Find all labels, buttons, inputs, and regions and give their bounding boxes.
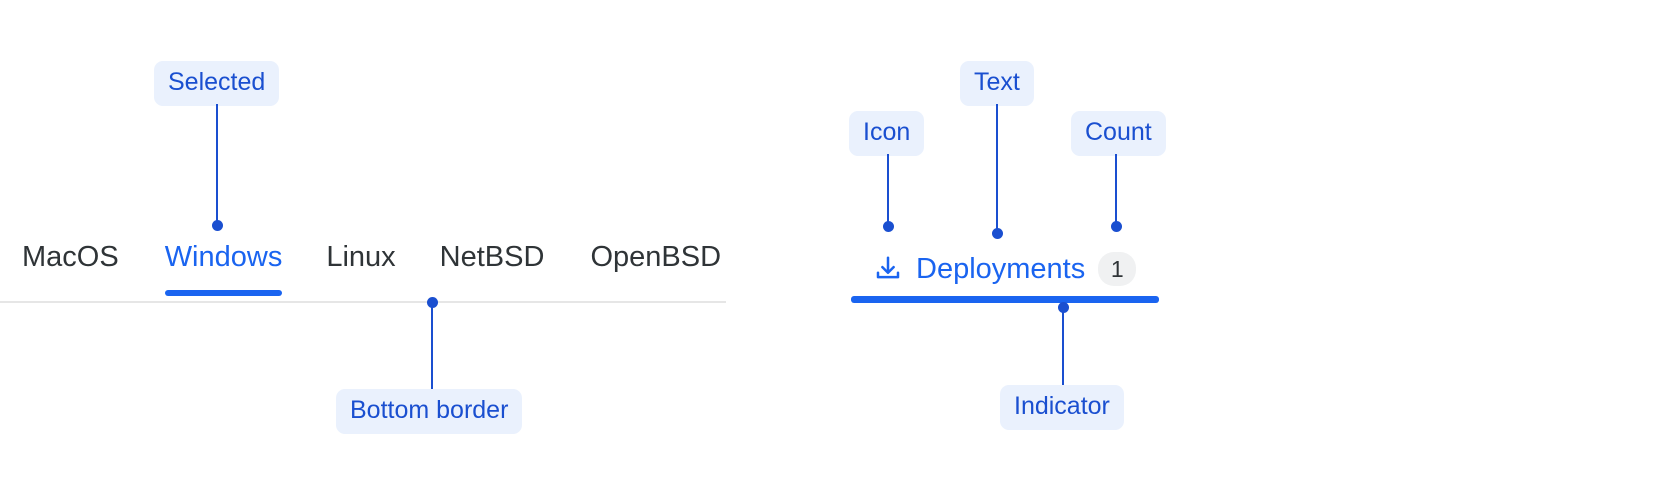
tab-windows[interactable]: Windows [164, 241, 283, 296]
annotation-text-endpoint-dot [992, 228, 1003, 239]
annotation-icon-label: Icon [849, 111, 925, 156]
tab-netbsd[interactable]: NetBSD [440, 243, 545, 294]
tabbar-items: MacOS Windows Linux NetBSD OpenBSD [0, 243, 726, 301]
annotation-bottom-border-endpoint-dot [427, 297, 438, 308]
tab-windows-active-underline [164, 290, 283, 296]
download-icon [876, 256, 900, 279]
annotation-indicator-endpoint-dot [1058, 302, 1069, 313]
tab-deployments-active-indicator [851, 296, 1159, 303]
annotation-text-label: Text [960, 61, 1034, 106]
annotation-text-connector [996, 104, 998, 234]
annotation-bottom-border-label: Bottom border [336, 389, 523, 434]
annotation-bottom-border-connector [431, 303, 433, 390]
tab-linux-label: Linux [326, 241, 396, 273]
tab-deployments-count-badge: 1 [1098, 252, 1137, 286]
tab-macos[interactable]: MacOS [22, 243, 119, 294]
tab-deployments-label: Deployments [916, 252, 1086, 285]
annotation-selected-label: Selected [154, 61, 280, 106]
annotation-count-connector [1115, 154, 1117, 226]
annotation-icon-connector [887, 154, 889, 226]
tab-openbsd[interactable]: OpenBSD [590, 243, 721, 294]
annotation-indicator-connector [1062, 308, 1064, 386]
tabbar-plain: MacOS Windows Linux NetBSD OpenBSD [0, 243, 726, 303]
annotation-count-label: Count [1071, 111, 1166, 156]
annotation-selected-connector [216, 104, 218, 226]
tab-deployments-content: Deployments 1 [851, 243, 1159, 295]
tab-netbsd-label: NetBSD [439, 241, 545, 273]
annotation-indicator-label: Indicator [1000, 385, 1124, 430]
annotation-count-endpoint-dot [1111, 221, 1122, 232]
annotation-icon-endpoint-dot [883, 221, 894, 232]
annotation-selected-endpoint-dot [212, 220, 223, 231]
tab-openbsd-label: OpenBSD [590, 241, 722, 273]
tab-macos-label: MacOS [22, 241, 119, 273]
tab-windows-label: Windows [164, 241, 283, 273]
tab-deployments[interactable]: Deployments 1 [851, 243, 1159, 303]
tab-linux[interactable]: Linux [326, 243, 395, 294]
